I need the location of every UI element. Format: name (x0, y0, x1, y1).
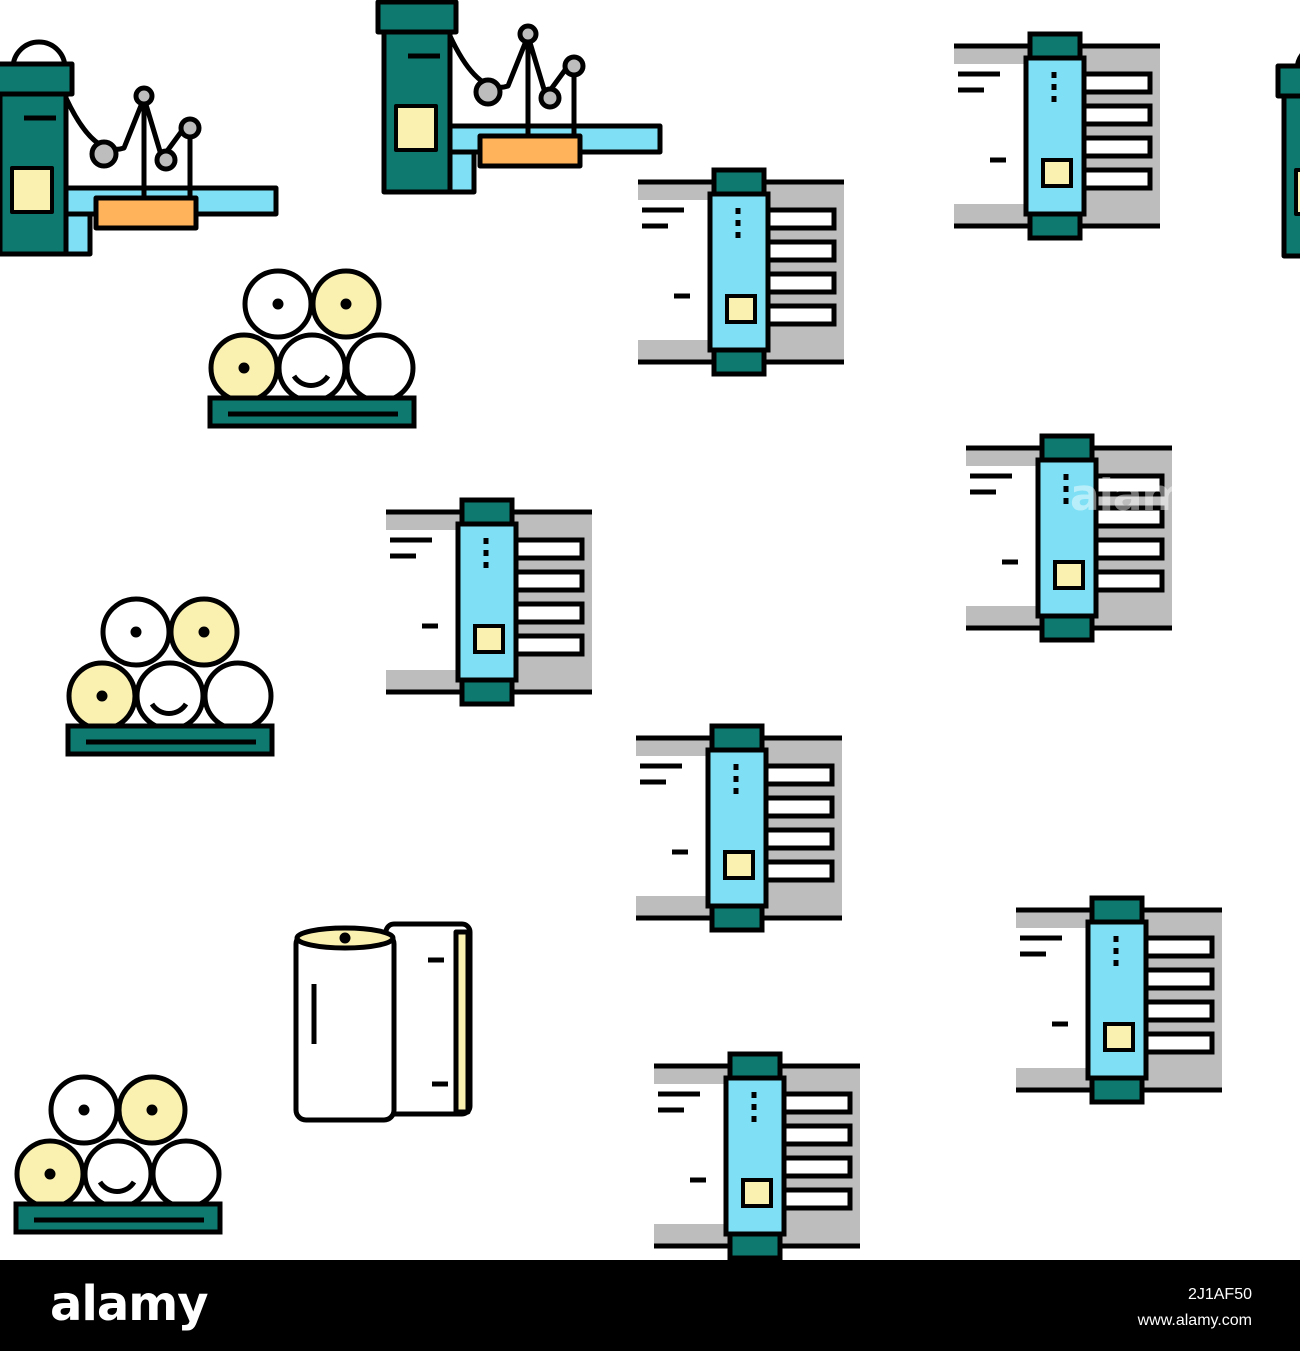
paper-roll-stack-icon (68, 599, 272, 754)
paper-press-unit-icon (636, 726, 842, 930)
paper-press-unit-icon (654, 1054, 860, 1258)
brand-logo: alamy (50, 1276, 209, 1332)
paper-press-unit-icon (386, 500, 592, 704)
paper-roll-stack-icon (210, 271, 414, 426)
paper-roll-stack-icon (16, 1077, 220, 1232)
paper-press-unit-icon (966, 436, 1172, 640)
stock-footer: alamy 2J1AF50 www.alamy.com (0, 1260, 1300, 1351)
paper-machine-icon (1278, 44, 1300, 256)
paper-machine-icon (378, 0, 660, 192)
image-meta: 2J1AF50 www.alamy.com (1138, 1282, 1252, 1334)
paper-machine-icon (0, 42, 276, 254)
paper-press-unit-icon (954, 34, 1160, 238)
paper-press-unit-icon (1016, 898, 1222, 1102)
paper-roll-unrolled-icon (296, 924, 470, 1120)
image-id: 2J1AF50 (1187, 1286, 1252, 1303)
paper-production-icon-pattern (0, 0, 1300, 1260)
site-url: www.alamy.com (1137, 1312, 1252, 1329)
paper-press-unit-icon (638, 170, 844, 374)
